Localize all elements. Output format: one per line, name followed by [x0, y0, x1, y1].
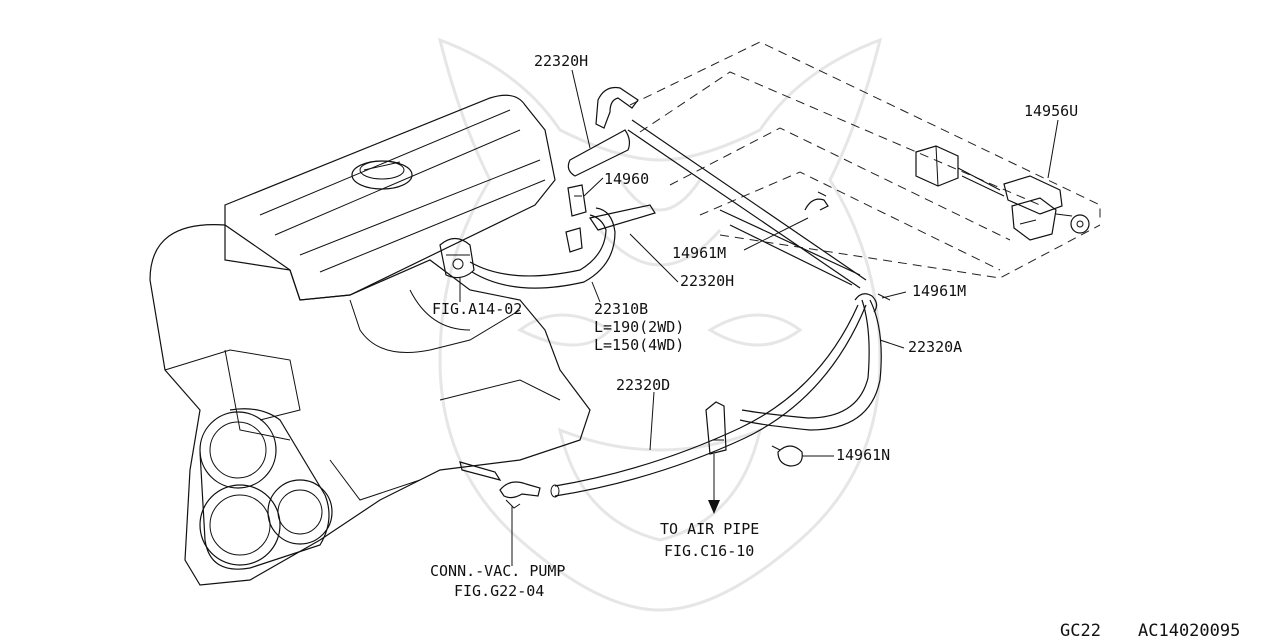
label-14961n: 14961N — [836, 446, 890, 464]
label-length-2wd: L=190(2WD) — [594, 318, 684, 336]
label-22320h-mid: 22320H — [680, 272, 734, 290]
footer-code-left: GC22 — [1060, 621, 1101, 638]
label-22310b: 22310B — [594, 300, 648, 318]
label-fig-a14-02: FIG.A14-02 — [432, 300, 522, 318]
label-length-4wd: L=150(4WD) — [594, 336, 684, 354]
label-conn-vac-pump: CONN.-VAC. PUMP — [430, 562, 565, 580]
label-to-air-pipe: TO AIR PIPE — [660, 520, 759, 538]
label-14960: 14960 — [604, 170, 649, 188]
label-14961m-upper: 14961M — [672, 244, 726, 262]
hose-assembly — [459, 86, 891, 509]
solenoid-valve-assembly — [915, 145, 1090, 241]
label-22320a: 22320A — [908, 338, 962, 356]
footer-code-right: AC14020095 — [1138, 621, 1240, 638]
label-14956u: 14956U — [1024, 102, 1078, 120]
label-22320h-top: 22320H — [534, 52, 588, 70]
label-fig-g22-04: FIG.G22-04 — [454, 582, 544, 600]
label-14961m-lower: 14961M — [912, 282, 966, 300]
engine-block — [149, 94, 591, 586]
label-fig-c16-10: FIG.C16-10 — [664, 542, 754, 560]
part-labels: 22320H 14956U 14960 14961M 22320H 14961M… — [430, 52, 1078, 600]
arrowhead — [708, 500, 720, 514]
footer-codes: GC22 AC14020095 — [1060, 621, 1240, 641]
label-22320d: 22320D — [616, 376, 670, 394]
leader-lines — [459, 69, 1059, 566]
dashed-reference-lines — [629, 41, 1101, 279]
